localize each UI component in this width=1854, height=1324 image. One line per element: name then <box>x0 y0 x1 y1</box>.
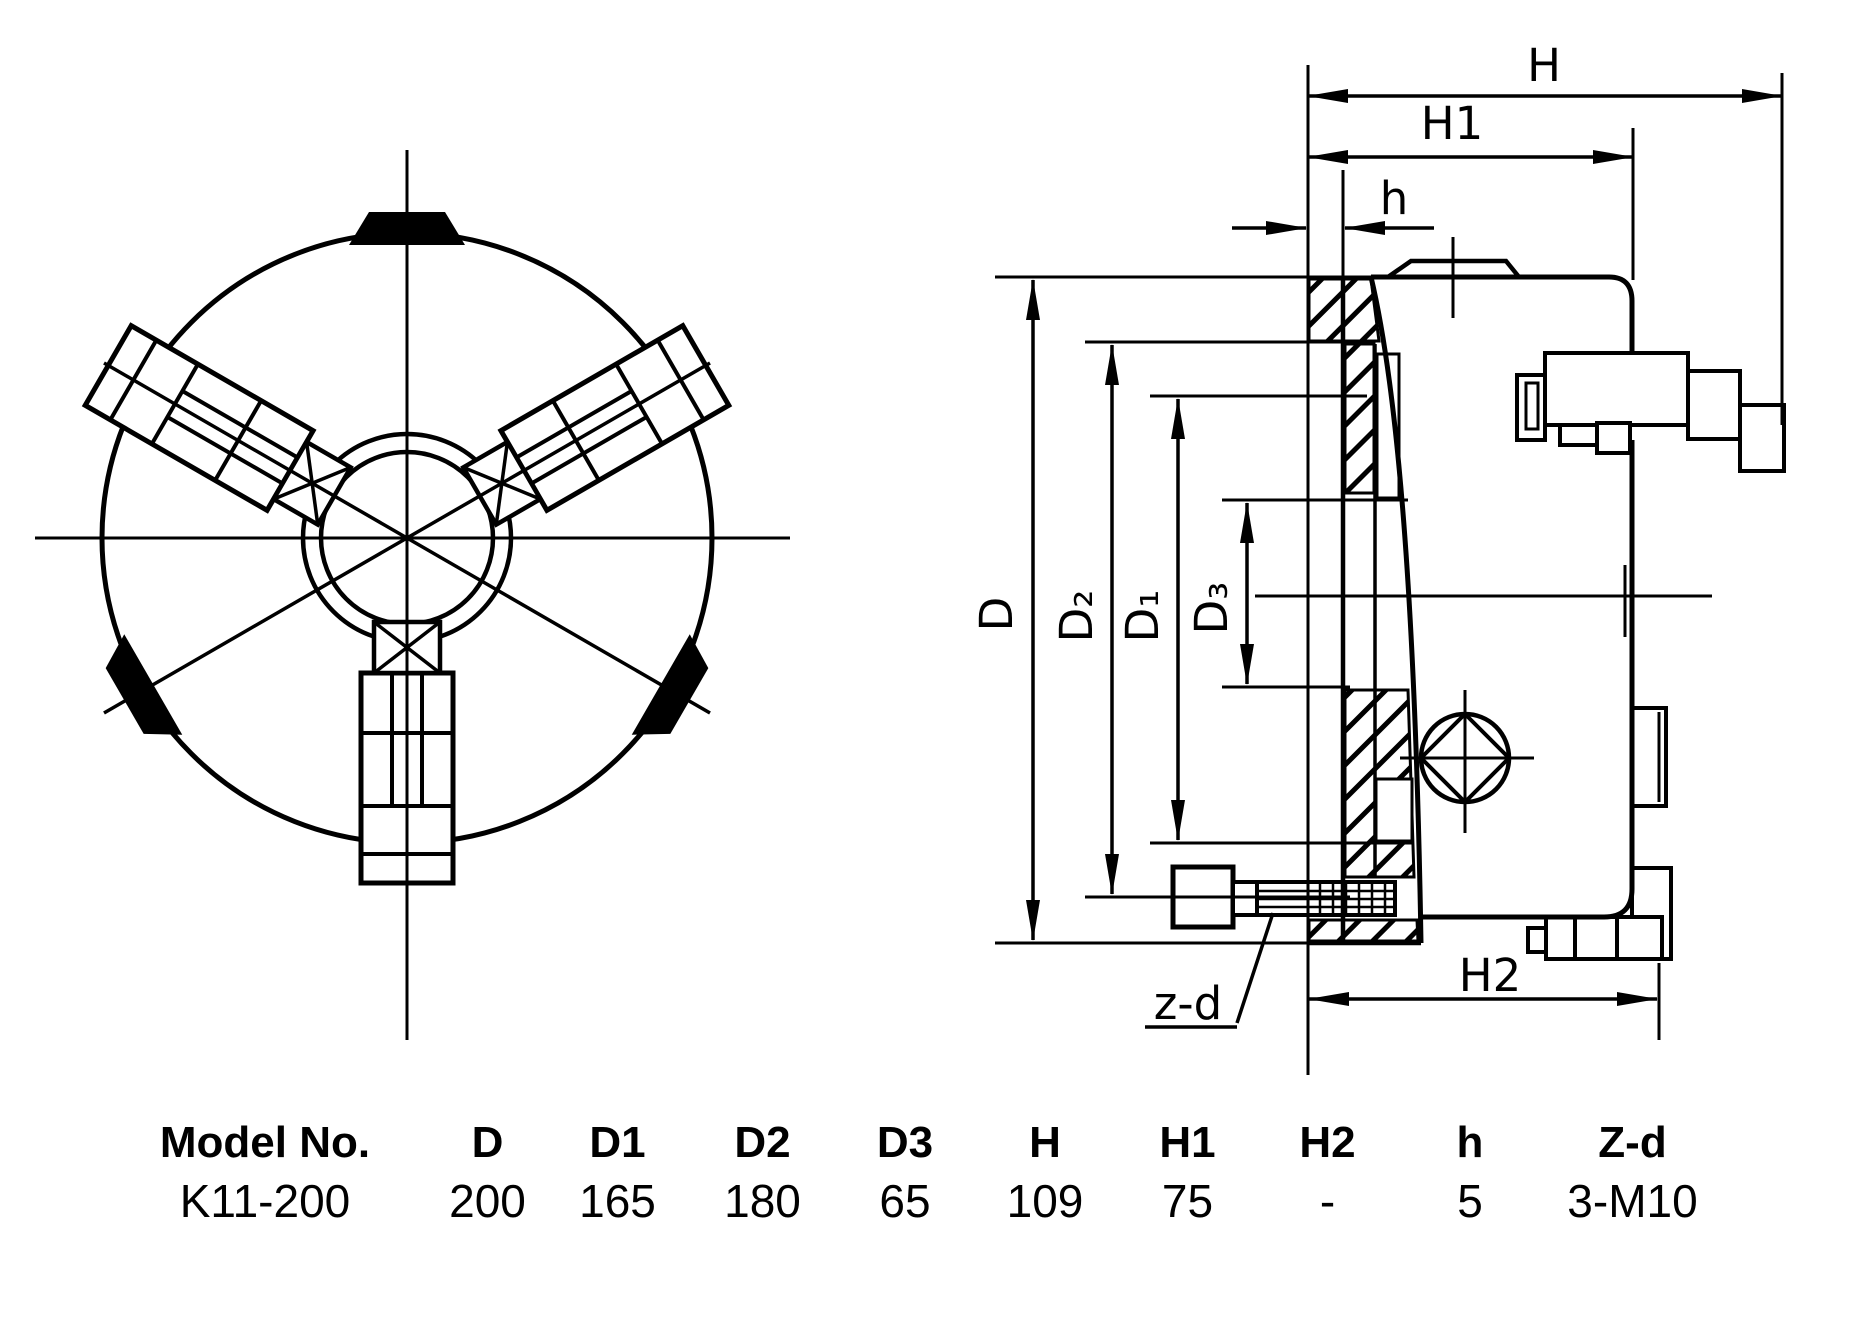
socket-end-block <box>1738 403 1786 473</box>
spec-table-value-row: K11-200 200 165 180 65 109 75 - 5 3-M10 <box>100 1174 1820 1228</box>
body-top-edge <box>1371 274 1635 352</box>
bottom-jaw-steps <box>1526 915 1664 961</box>
label-H1: H1 <box>1421 97 1483 150</box>
dimension-lines <box>1026 89 1783 1006</box>
bottom-step-notch <box>1526 926 1548 954</box>
label-H: H <box>1527 39 1561 92</box>
body-right-bottom-edge <box>1421 440 1635 920</box>
label-zd: z-d <box>1154 977 1222 1030</box>
socket-back-block <box>1686 369 1742 441</box>
spec-value-H2: - <box>1319 1175 1336 1227</box>
front-view-diagonal-centerline <box>103 361 711 715</box>
socket-slot <box>1524 381 1540 431</box>
label-H2: H2 <box>1459 949 1521 1002</box>
spec-header-H2: H2 <box>1299 1118 1356 1167</box>
spec-header-h: h <box>1456 1118 1484 1167</box>
top-jaw-profile <box>1386 258 1521 279</box>
spec-table-header-row: Model No. D D1 D2 D3 H H1 H2 h Z-d <box>100 1118 1820 1168</box>
dimension-labels: H H1 h H2 D D₂ D₁ D₃ z-d <box>970 39 1561 1030</box>
front-plate-taper-edge <box>1368 276 1424 944</box>
spec-value-Zd: 3-M10 <box>1567 1175 1698 1227</box>
body-outline <box>1307 237 1635 946</box>
spec-header-H1: H1 <box>1159 1118 1216 1167</box>
hatch-region <box>1343 342 1376 495</box>
spec-value-D2: 180 <box>724 1175 801 1227</box>
spec-value-D1: 165 <box>579 1175 656 1227</box>
spec-value-D: 200 <box>449 1175 526 1227</box>
spec-header-model: Model No. <box>159 1118 371 1167</box>
side-section-view: H H1 h H2 D D₂ D₁ D₃ z-d <box>970 39 1786 1075</box>
spec-header-Zd: Z-d <box>1598 1118 1667 1167</box>
spec-header-H: H <box>1029 1118 1061 1167</box>
spec-header-D1: D1 <box>589 1118 646 1167</box>
pinion-detail <box>1400 690 1534 833</box>
spec-header-D: D <box>471 1118 504 1167</box>
spec-header-D3: D3 <box>876 1118 934 1167</box>
label-D2: D₂ <box>1050 590 1103 643</box>
label-D1: D₁ <box>1116 590 1169 643</box>
spec-value-model: K11-200 <box>179 1175 351 1227</box>
front-view <box>35 150 790 1040</box>
hatch-region <box>1307 918 1420 943</box>
bottom-step-block <box>1544 915 1664 961</box>
scroll-section-block <box>1374 777 1414 843</box>
socket-main-block <box>1543 351 1690 427</box>
spec-value-H: 109 <box>1006 1175 1084 1227</box>
label-D: D <box>970 597 1023 632</box>
pinion-socket-detail <box>1515 351 1786 473</box>
spec-value-h: 5 <box>1457 1175 1483 1227</box>
hub-step <box>1630 706 1668 808</box>
label-D3: D₃ <box>1185 582 1238 635</box>
spec-value-H1: 75 <box>1161 1175 1214 1227</box>
label-h: h <box>1380 172 1409 225</box>
spec-header-D2: D2 <box>734 1118 791 1167</box>
leader-line <box>1235 912 1275 1024</box>
zd-leader <box>1145 912 1275 1029</box>
socket-notch <box>1595 421 1632 455</box>
construction-lines <box>995 65 1784 1075</box>
spec-value-D3: 65 <box>879 1175 931 1227</box>
